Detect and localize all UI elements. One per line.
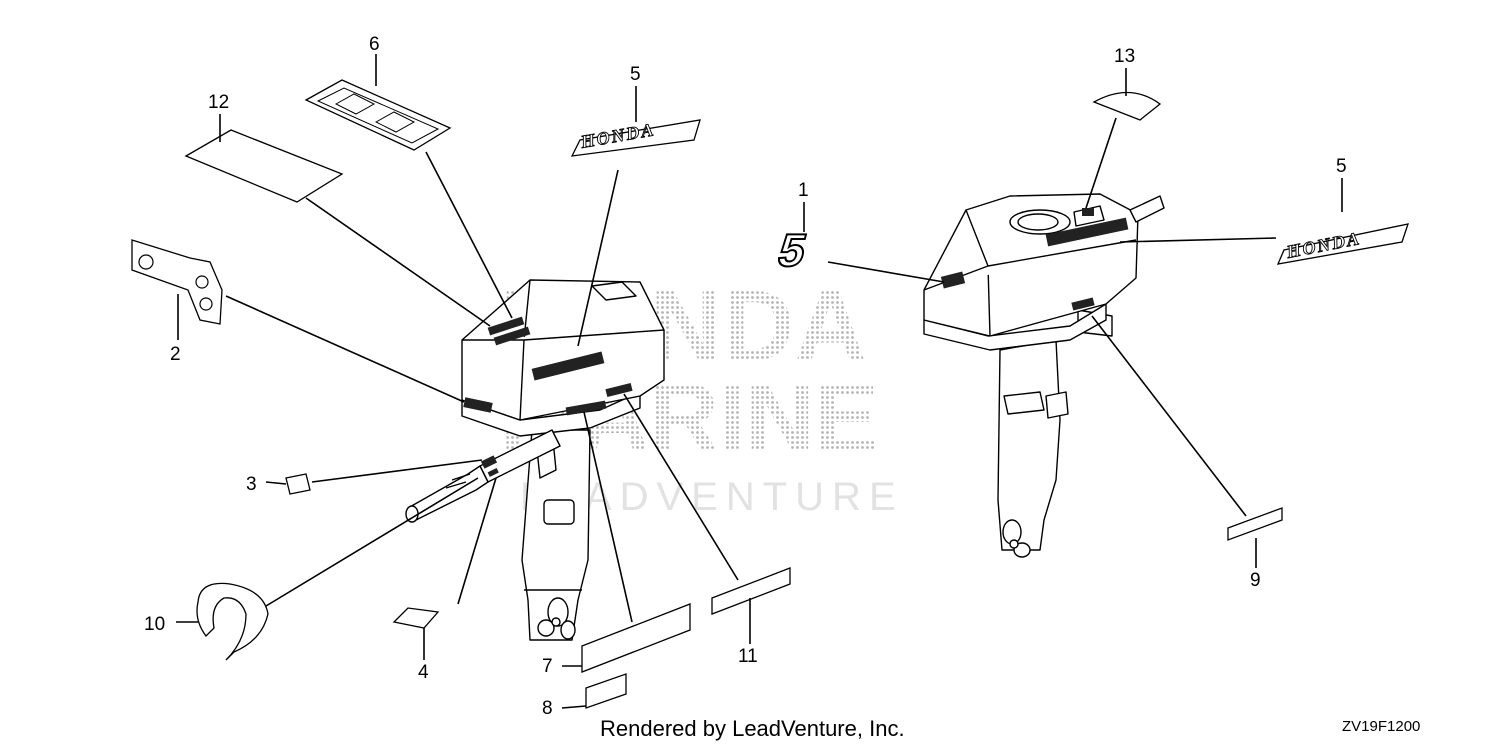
- decal-number-1: 5: [773, 225, 811, 276]
- callout-7: 6: [369, 34, 380, 55]
- decals-right: [940, 208, 1129, 311]
- outboard-motor-left: [405, 279, 665, 641]
- decal-12: [184, 129, 344, 203]
- outboard-motor-right: [923, 193, 1165, 558]
- callout-1: 1: [798, 180, 809, 201]
- emblem-text-right: HONDA: [1284, 228, 1362, 262]
- decal-4: [392, 607, 440, 629]
- callout-10: 10: [144, 614, 165, 635]
- decal-9: [585, 673, 627, 709]
- callout-8: 7: [542, 656, 553, 677]
- decal-6: [1227, 507, 1283, 541]
- decals-left: [463, 316, 633, 477]
- callout-11: 11: [738, 646, 758, 667]
- diagram-code: ZV19F1200: [1342, 718, 1421, 735]
- render-credit: Rendered by LeadVenture, Inc.: [600, 716, 905, 741]
- leader-lines: [176, 54, 1343, 709]
- callout-6: 9: [1250, 570, 1261, 591]
- decal-8: [581, 603, 691, 673]
- callout-4: 4: [418, 662, 429, 683]
- decal-3: [285, 473, 311, 495]
- callout-5-right: 5: [1336, 156, 1347, 177]
- callout-9: 8: [542, 698, 553, 719]
- callout-12: 12: [208, 92, 229, 113]
- callout-labels: 6 12 5 2 3 10 4 7 8 11 1 13 5 9: [144, 34, 1347, 719]
- decal-7: [304, 79, 452, 151]
- callout-13: 13: [1114, 46, 1135, 67]
- honda-emblem-right: HONDA: [1276, 223, 1409, 265]
- cap-13: [1092, 91, 1162, 121]
- callout-2: 2: [170, 344, 181, 365]
- decal-11: [711, 567, 791, 615]
- grip-ring-10: [196, 582, 269, 661]
- honda-emblem-left: HONDA: [570, 119, 701, 157]
- callout-3: 3: [246, 474, 257, 495]
- callout-5-left: 5: [630, 64, 641, 85]
